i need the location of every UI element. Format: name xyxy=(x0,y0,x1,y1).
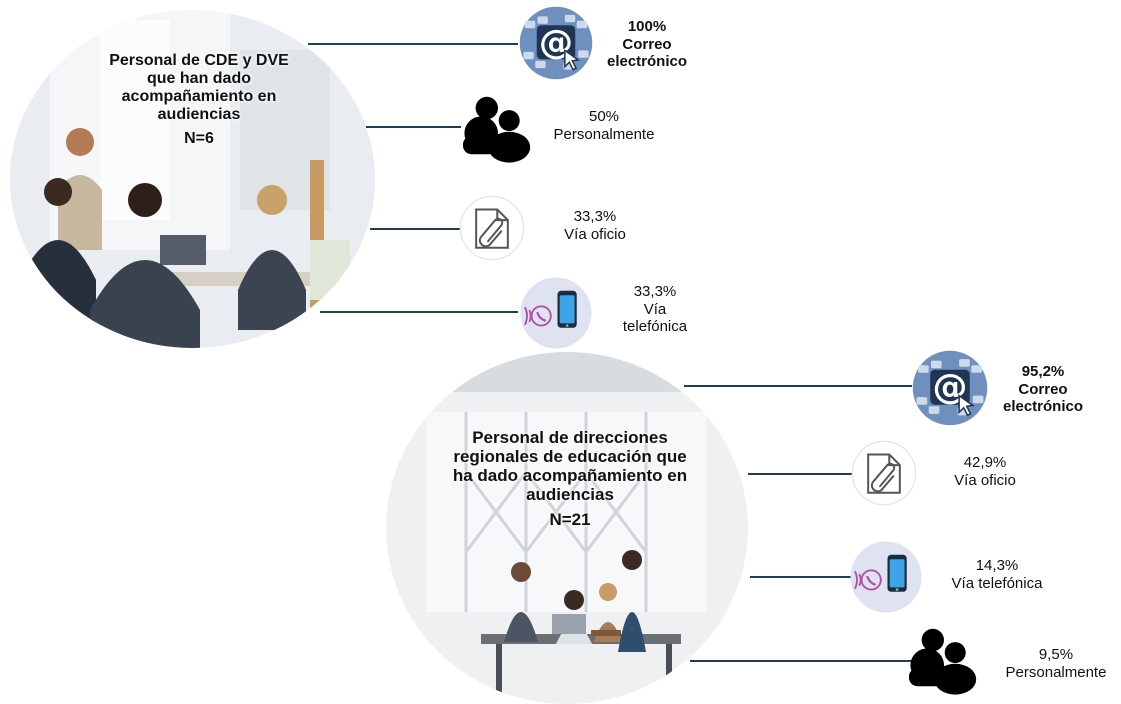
group1-title: Personal de CDE y DVE que han dado acomp… xyxy=(65,52,333,148)
connector-line xyxy=(370,228,462,230)
pct-value: 100% xyxy=(627,18,667,35)
people-icon xyxy=(906,626,982,696)
pct-value: 33,3% xyxy=(633,283,677,300)
group1-title-line: que han dado xyxy=(147,69,251,87)
group2-item-label-oficio: 42,9% Vía oficio xyxy=(930,454,1040,489)
group1-n: N=6 xyxy=(184,129,214,147)
channel-label: Personalmente xyxy=(1005,663,1107,681)
group2-title-line: ha dado acompañamiento en xyxy=(452,466,688,486)
group1-title-line: audiencias xyxy=(157,105,241,123)
connector-line xyxy=(320,311,518,313)
channel-label: Correo xyxy=(622,35,672,53)
group1-item-label-email: 100% Correo electrónico xyxy=(592,18,702,71)
group1-item-label-phone: 33,3% Vía telefónica xyxy=(600,283,710,336)
phone-icon xyxy=(844,540,928,614)
group2-n: N=21 xyxy=(549,510,591,530)
connector-line xyxy=(366,126,461,128)
connector-line xyxy=(748,473,852,475)
connector-line xyxy=(684,385,912,387)
channel-label: Personalmente xyxy=(553,125,655,143)
pct-value: 9,5% xyxy=(1038,646,1074,663)
people-icon xyxy=(460,94,536,164)
email-at-keyboard-icon xyxy=(517,6,595,80)
connector-line xyxy=(750,576,852,578)
connector-line xyxy=(690,660,914,662)
group1-item-label-personal: 50% Personalmente xyxy=(540,108,668,143)
group1-item-label-oficio: 33,3% Vía oficio xyxy=(540,208,650,243)
pct-value: 33,3% xyxy=(573,208,617,225)
group2-item-label-personal: 9,5% Personalmente xyxy=(992,646,1120,681)
channel-label: telefónica xyxy=(622,318,688,336)
document-clip-icon xyxy=(850,440,918,506)
channel-label: electrónico xyxy=(1002,398,1084,416)
pct-value: 14,3% xyxy=(975,557,1019,574)
channel-label: electrónico xyxy=(606,53,688,71)
channel-label: Vía telefónica xyxy=(951,574,1043,592)
document-clip-icon xyxy=(458,195,526,261)
meeting-photo xyxy=(10,10,375,348)
email-at-keyboard-icon xyxy=(910,350,990,426)
group2-title-line: regionales de educación que xyxy=(453,447,687,467)
channel-label: Vía oficio xyxy=(564,225,626,243)
group2-title-line: audiencias xyxy=(526,485,614,505)
group1-title-line: Personal de CDE y DVE xyxy=(109,52,289,69)
group2-item-label-phone: 14,3% Vía telefónica xyxy=(935,557,1059,592)
pct-value: 50% xyxy=(588,108,620,125)
channel-label: Correo xyxy=(1018,380,1068,398)
group2-title-line: Personal de direcciones xyxy=(472,428,668,447)
phone-icon xyxy=(516,276,596,350)
pct-value: 42,9% xyxy=(963,454,1007,471)
group2-item-label-email: 95,2% Correo electrónico xyxy=(988,363,1098,416)
group2-title: Personal de direcciones regionales de ed… xyxy=(412,428,728,529)
connector-line xyxy=(308,43,518,45)
pct-value: 95,2% xyxy=(1021,363,1065,380)
group1-title-line: acompañamiento en xyxy=(121,87,277,105)
channel-label: Vía xyxy=(643,300,667,318)
channel-label: Vía oficio xyxy=(954,471,1016,489)
group1-photo-circle xyxy=(10,10,375,348)
